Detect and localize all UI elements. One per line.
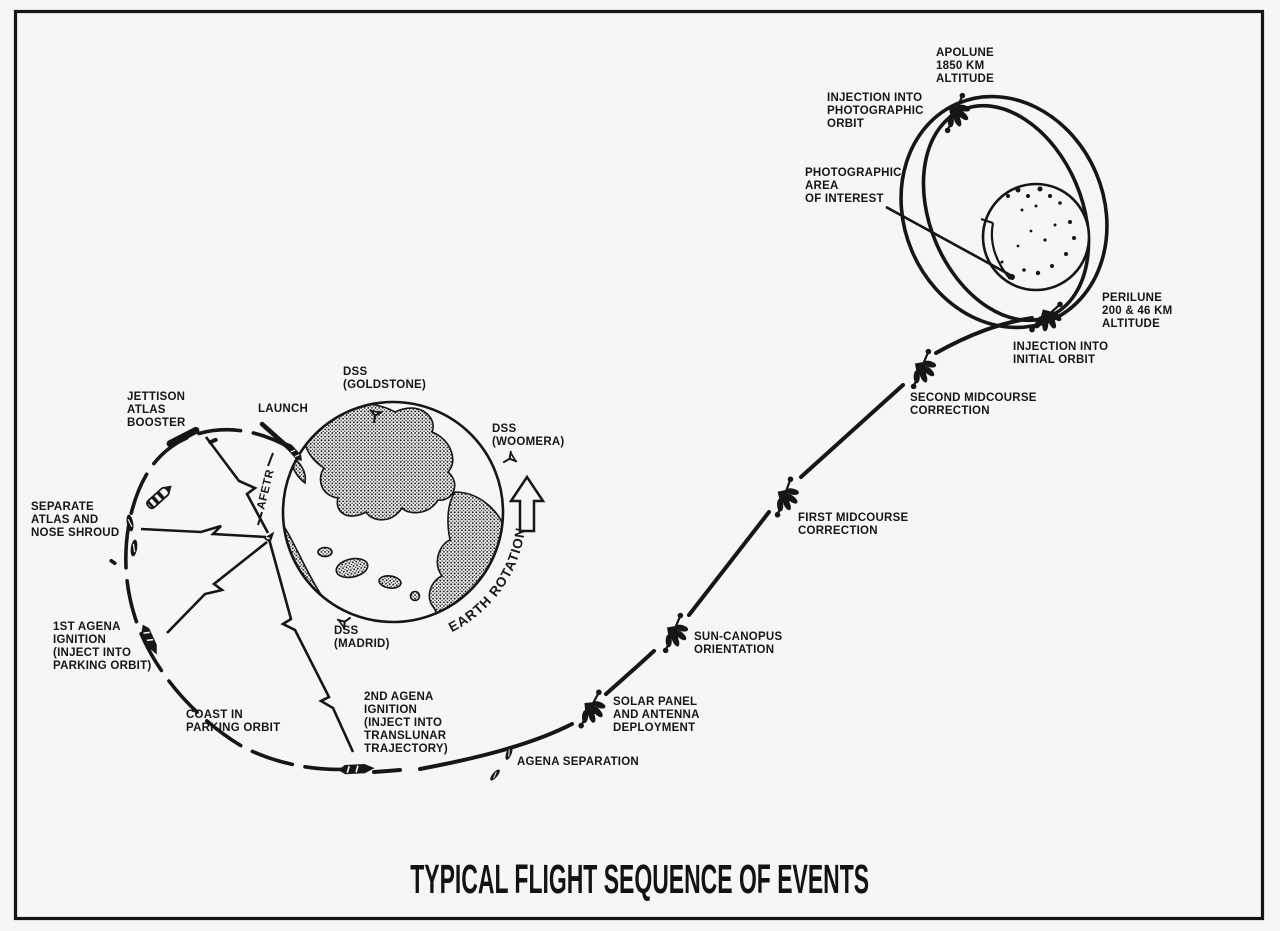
shroud-debris-icon (109, 558, 117, 566)
diagram-title: TYPICAL FLIGHT SEQUENCE OF EVENTS (0, 856, 1280, 903)
label-second-midcourse: SECOND MIDCOURSE CORRECTION (910, 392, 1037, 418)
label-second-agena: 2ND AGENA IGNITION (INJECT INTO TRANSLUN… (364, 691, 448, 756)
label-apolune: APOLUNE 1850 KM ALTITUDE (936, 47, 995, 86)
dss-woomera-antenna-icon (500, 450, 518, 468)
label-sun-canopus: SUN-CANOPUS ORIENTATION (694, 631, 783, 657)
spacecraft-second-midcourse-icon (897, 347, 946, 392)
label-coast-parking-orbit: COAST IN PARKING ORBIT (186, 709, 281, 735)
photo-area-leader-line (885, 205, 1013, 278)
label-separate-atlas: SEPARATE ATLAS AND NOSE SHROUD (31, 501, 120, 540)
nose-shroud-half-icon (129, 538, 139, 558)
launch-leader-line (259, 421, 293, 452)
label-first-agena: 1ST AGENA IGNITION (INJECT INTO PARKING … (53, 621, 152, 673)
booster-debris-icon (208, 437, 218, 445)
label-injection-photographic: INJECTION INTO PHOTOGRAPHIC ORBIT (827, 92, 924, 131)
label-solar-panel-deployment: SOLAR PANEL AND ANTENNA DEPLOYMENT (613, 696, 700, 735)
launch-point-icon (263, 531, 275, 544)
bolt-first-agena (166, 540, 268, 634)
label-jettison-atlas: JETTISON ATLAS BOOSTER (127, 391, 186, 430)
bolt-second-agena (267, 538, 355, 753)
bolt-separate-atlas (140, 524, 267, 539)
label-launch: LAUNCH (258, 403, 309, 415)
label-dss-goldstone: DSS (GOLDSTONE) (343, 366, 427, 392)
afetr-tick-lines (257, 452, 274, 526)
diagram-title-text: TYPICAL FLIGHT SEQUENCE OF EVENTS (410, 856, 870, 902)
label-dss-woomera: DSS (WOOMERA) (492, 423, 565, 449)
agena-separation-stage-icon (488, 767, 502, 783)
earth-continents (284, 403, 502, 621)
moon-outline (981, 182, 1091, 292)
diagram-border (13, 9, 1265, 921)
event-leader-bolts (140, 436, 355, 753)
earth-outline (281, 400, 505, 624)
translunar-trajectory (372, 316, 1034, 774)
label-first-midcourse: FIRST MIDCOURSE CORRECTION (798, 512, 909, 538)
label-injection-initial: INJECTION INTO INITIAL ORBIT (1013, 341, 1109, 367)
second-agena-rocket-icon (337, 762, 376, 776)
photographic-area-band (980, 217, 1011, 280)
label-photographic-area: PHOTOGRAPHIC AREA OF INTEREST (805, 167, 902, 206)
moon (980, 182, 1091, 292)
atlas-stage-icon (144, 481, 176, 511)
bolt-jettison-atlas (204, 436, 270, 534)
label-dss-madrid: DSS (MADRID) (334, 625, 390, 651)
earth-globe (281, 400, 518, 630)
label-agena-separation: AGENA SEPARATION (517, 756, 639, 768)
earth-rotation-arrow-icon (508, 474, 546, 533)
afetr-label: AFETR (255, 468, 277, 511)
label-perilune: PERILUNE 200 & 46 KM ALTITUDE (1102, 292, 1173, 331)
spacecraft-sun-canopus-icon (649, 611, 698, 656)
jettisoned-atlas-booster-icon (166, 426, 200, 448)
